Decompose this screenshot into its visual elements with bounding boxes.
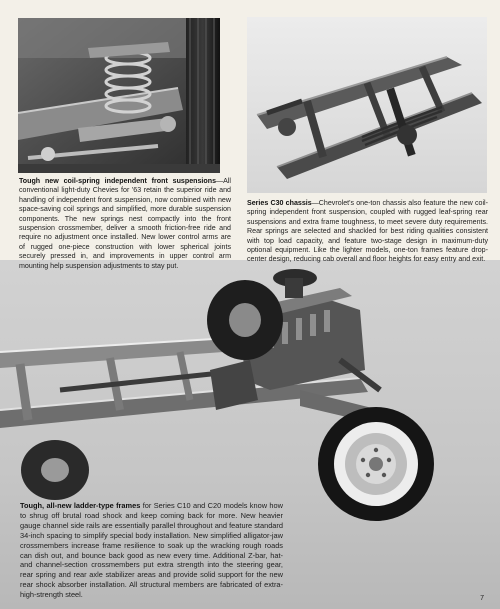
caption-heading: Tough, all-new ladder-type frames xyxy=(20,501,141,510)
c30-chassis-photo xyxy=(247,17,487,193)
caption-body: —Chevrolet's one-ton chassis also featur… xyxy=(247,199,488,264)
ladder-frames-caption: Tough, all-new ladder-type frames for Se… xyxy=(20,501,283,600)
front-suspension-photo xyxy=(18,18,220,173)
caption-body: —All conventional light-duty Chevies for… xyxy=(19,177,231,270)
front-suspension-caption: Tough new coil-spring independent front … xyxy=(19,177,231,271)
page-number: 7 xyxy=(480,595,484,602)
caption-body: for Series C10 and C20 models know how t… xyxy=(20,501,283,600)
c30-chassis-caption: Series C30 chassis—Chevrolet's one-ton c… xyxy=(247,199,488,265)
caption-heading: Series C30 chassis xyxy=(247,199,312,207)
ladder-frame-photo xyxy=(0,260,500,609)
caption-heading: Tough new coil-spring independent front … xyxy=(19,177,217,185)
